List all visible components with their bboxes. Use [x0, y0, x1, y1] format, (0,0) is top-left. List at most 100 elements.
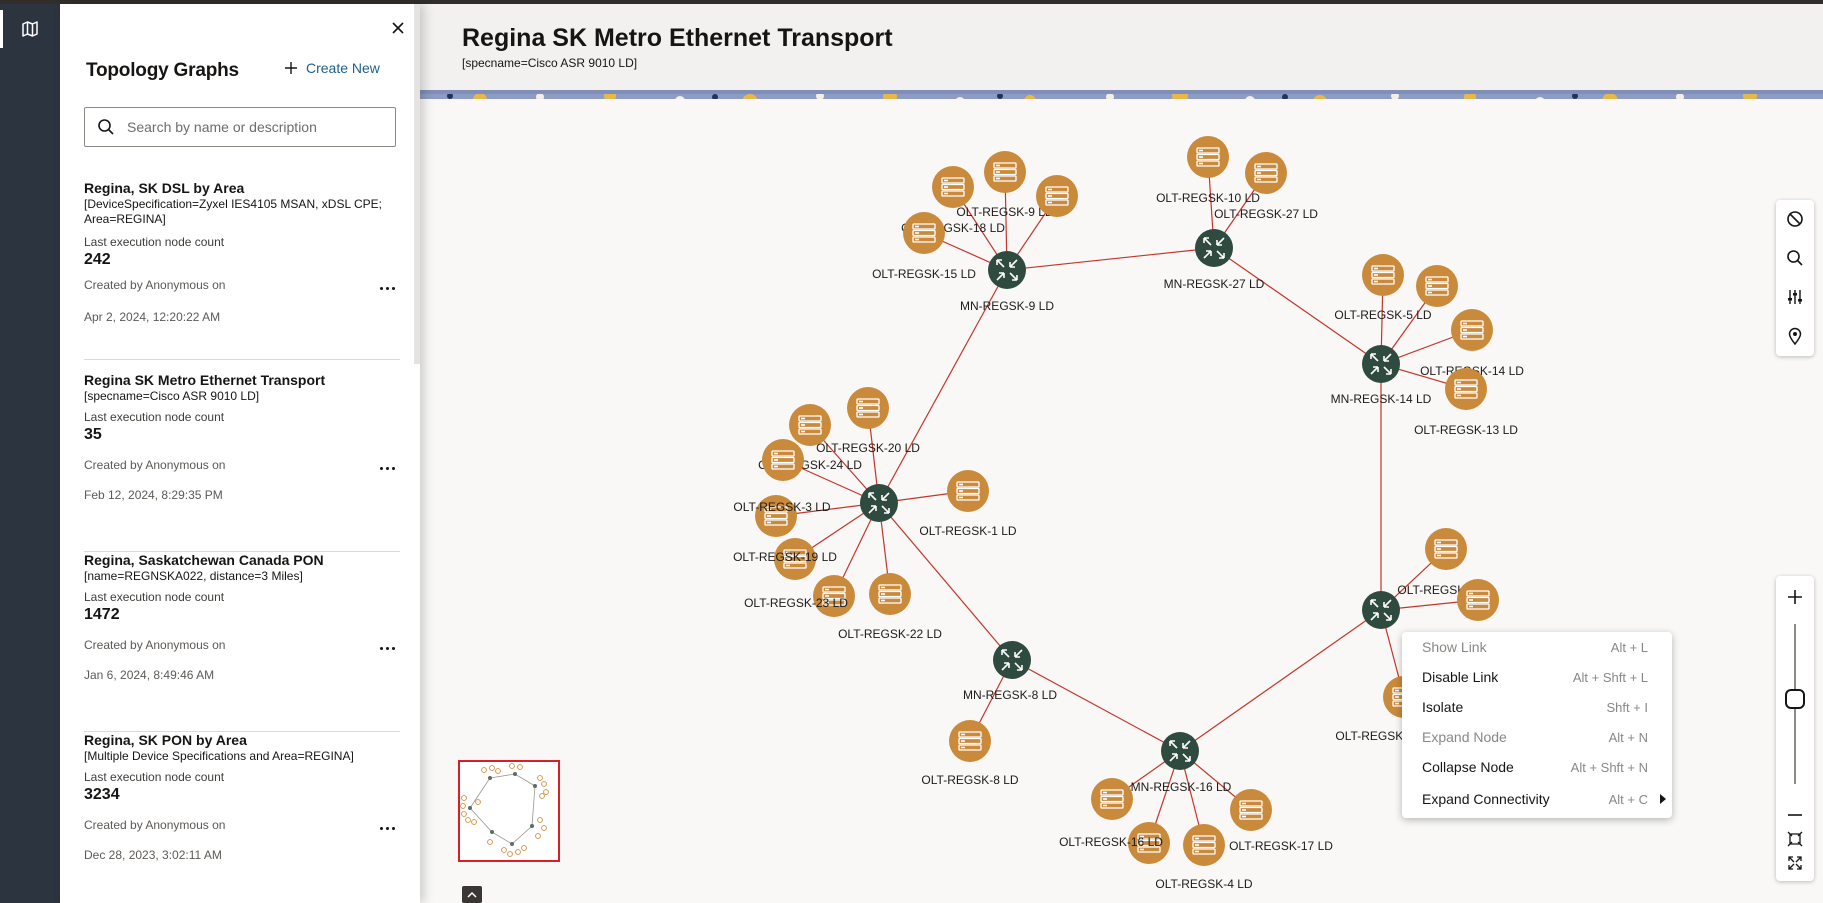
olt-node[interactable]: [984, 151, 1026, 193]
graph-minimap[interactable]: [458, 760, 560, 862]
olt-node[interactable]: [932, 166, 974, 208]
graph-link[interactable]: [1006, 247, 1215, 271]
olt-node[interactable]: [869, 573, 911, 615]
olt-node[interactable]: [1445, 368, 1487, 410]
server-icon: [783, 549, 807, 569]
node-context-menu: Show Link Alt + L Disable Link Alt + Shf…: [1402, 632, 1672, 818]
node-label: OLT-REGSK-16 LD: [1059, 835, 1163, 849]
card-date: Feb 12, 2024, 8:29:35 PM: [84, 488, 223, 502]
zoom-out-button[interactable]: [1776, 796, 1814, 834]
zoom-in-button[interactable]: [1776, 578, 1814, 616]
olt-node[interactable]: [903, 212, 945, 254]
olt-node[interactable]: [1230, 789, 1272, 831]
card-count: 35: [84, 426, 102, 443]
card-count: 3234: [84, 786, 120, 803]
panel-scrollbar[interactable]: [414, 4, 420, 364]
server-icon: [993, 162, 1017, 182]
olt-node[interactable]: [1362, 254, 1404, 296]
server-icon: [764, 506, 788, 526]
olt-node[interactable]: [813, 575, 855, 617]
olt-node[interactable]: [762, 439, 804, 481]
menu-item-isolate[interactable]: Isolate Shft + I: [1402, 692, 1672, 722]
router-icon: [1370, 599, 1392, 621]
server-icon: [1371, 265, 1395, 285]
olt-node[interactable]: [1036, 175, 1078, 217]
olt-node[interactable]: [947, 470, 989, 512]
clear-button[interactable]: [1776, 200, 1814, 238]
node-label: OLT-REGSK-15 LD: [872, 267, 976, 281]
node-label: MN-REGSK-27 LD: [1164, 277, 1265, 291]
node-label: OLT-REGSK-13 LD: [1414, 423, 1518, 437]
decorative-banner: [420, 90, 1823, 99]
card-name: Regina SK Metro Ethernet Transport: [84, 372, 326, 388]
hub-node[interactable]: [1362, 345, 1400, 383]
minimap-toggle-button[interactable]: [462, 886, 482, 903]
node-label: OLT-REGSK-27 LD: [1214, 207, 1318, 221]
menu-item-collapse-node[interactable]: Collapse Node Alt + Shft + N: [1402, 752, 1672, 782]
graph-card[interactable]: Regina, SK PON by Area [Multiple Device …: [84, 732, 400, 903]
olt-node[interactable]: [949, 720, 991, 762]
search-box: [84, 107, 396, 147]
olt-node[interactable]: [1245, 152, 1287, 194]
olt-node[interactable]: [789, 404, 831, 446]
olt-node[interactable]: [1451, 309, 1493, 351]
hub-node[interactable]: [1362, 591, 1400, 629]
server-icon: [1137, 833, 1161, 853]
olt-node[interactable]: [774, 538, 816, 580]
graph-link[interactable]: [1011, 659, 1181, 752]
close-panel-button[interactable]: [386, 16, 410, 40]
olt-node[interactable]: [1457, 579, 1499, 621]
zoom-in-icon: [1788, 590, 1802, 604]
map-nav-button[interactable]: [0, 10, 60, 48]
search-graph-button[interactable]: [1776, 239, 1814, 277]
filter-button[interactable]: [1776, 278, 1814, 316]
server-icon: [822, 586, 846, 606]
menu-item-show-link[interactable]: Show Link Alt + L: [1402, 632, 1672, 662]
olt-node[interactable]: [1183, 824, 1225, 866]
hub-node[interactable]: [1161, 732, 1199, 770]
olt-node[interactable]: [1187, 136, 1229, 178]
expand-view-button[interactable]: [1776, 844, 1814, 882]
graph-link[interactable]: [878, 269, 1008, 504]
graph-card[interactable]: Regina SK Metro Ethernet Transport [spec…: [84, 372, 400, 552]
server-icon: [771, 450, 795, 470]
graph-link[interactable]: [1179, 609, 1382, 752]
hub-node[interactable]: [988, 251, 1026, 289]
hub-node[interactable]: [993, 641, 1031, 679]
zoom-slider-thumb[interactable]: [1785, 689, 1805, 710]
fit-to-window-button[interactable]: [1776, 820, 1814, 858]
olt-node[interactable]: [1416, 265, 1458, 307]
fit-icon: [1787, 831, 1803, 847]
graph-link[interactable]: [878, 502, 1013, 661]
olt-node[interactable]: [847, 387, 889, 429]
menu-item-expand-node[interactable]: Expand Node Alt + N: [1402, 722, 1672, 752]
graph-card[interactable]: Regina, Saskatchewan Canada PON [name=RE…: [84, 552, 400, 732]
card-description: [Multiple Device Specifications and Area…: [84, 749, 354, 763]
search-input[interactable]: [127, 119, 387, 135]
hub-node[interactable]: [1195, 229, 1233, 267]
router-icon: [1001, 649, 1023, 671]
olt-node[interactable]: [755, 495, 797, 537]
location-button[interactable]: [1776, 317, 1814, 355]
card-count-label: Last execution node count: [84, 410, 225, 424]
card-more-button[interactable]: [376, 461, 398, 475]
graph-link[interactable]: [1213, 247, 1382, 365]
graph-card[interactable]: Regina, SK DSL by Area [DeviceSpecificat…: [84, 180, 400, 360]
server-icon: [1192, 835, 1216, 855]
card-more-button[interactable]: [376, 281, 398, 295]
create-new-button[interactable]: Create New: [284, 60, 380, 76]
menu-item-expand-connectivity[interactable]: Expand Connectivity Alt + C: [1402, 784, 1672, 814]
olt-node[interactable]: [1425, 528, 1467, 570]
server-icon: [958, 731, 982, 751]
page-subtitle: [specname=Cisco ASR 9010 LD]: [462, 56, 638, 70]
olt-node[interactable]: [1128, 822, 1170, 864]
card-more-button[interactable]: [376, 821, 398, 835]
node-label: OLT-REGSK-4 LD: [1155, 877, 1252, 891]
node-label: OLT-REGSK-25: [1335, 729, 1420, 743]
menu-item-disable-link[interactable]: Disable Link Alt + Shft + L: [1402, 662, 1672, 692]
card-count: 242: [84, 251, 111, 268]
card-more-button[interactable]: [376, 641, 398, 655]
olt-node[interactable]: [1091, 778, 1133, 820]
node-label: OLT-REGSK-19 LD: [733, 550, 837, 564]
hub-node[interactable]: [860, 484, 898, 522]
